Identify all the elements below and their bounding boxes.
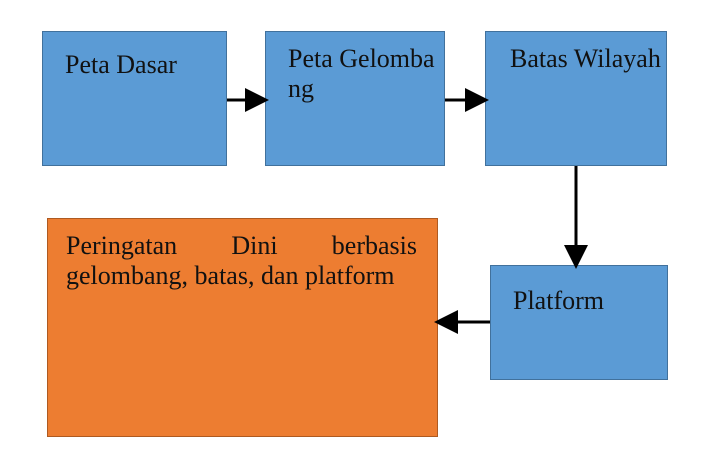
node-batas-wilayah: Batas Wilayah	[485, 31, 667, 166]
node-peringatan-dini-label: Peringatan Dini berbasis gelombang, bata…	[66, 231, 417, 290]
node-peta-dasar-label: Peta Dasar	[65, 50, 177, 79]
node-batas-wilayah-label: Batas Wilayah	[510, 44, 661, 73]
node-platform: Platform	[490, 265, 668, 380]
node-peta-gelombang: Peta Gelombang	[265, 31, 445, 166]
node-platform-label: Platform	[513, 286, 604, 315]
node-peta-gelombang-label: Peta Gelombang	[288, 44, 435, 103]
node-peringatan-dini: Peringatan Dini berbasis gelombang, bata…	[47, 218, 438, 437]
node-peta-dasar: Peta Dasar	[42, 31, 227, 166]
